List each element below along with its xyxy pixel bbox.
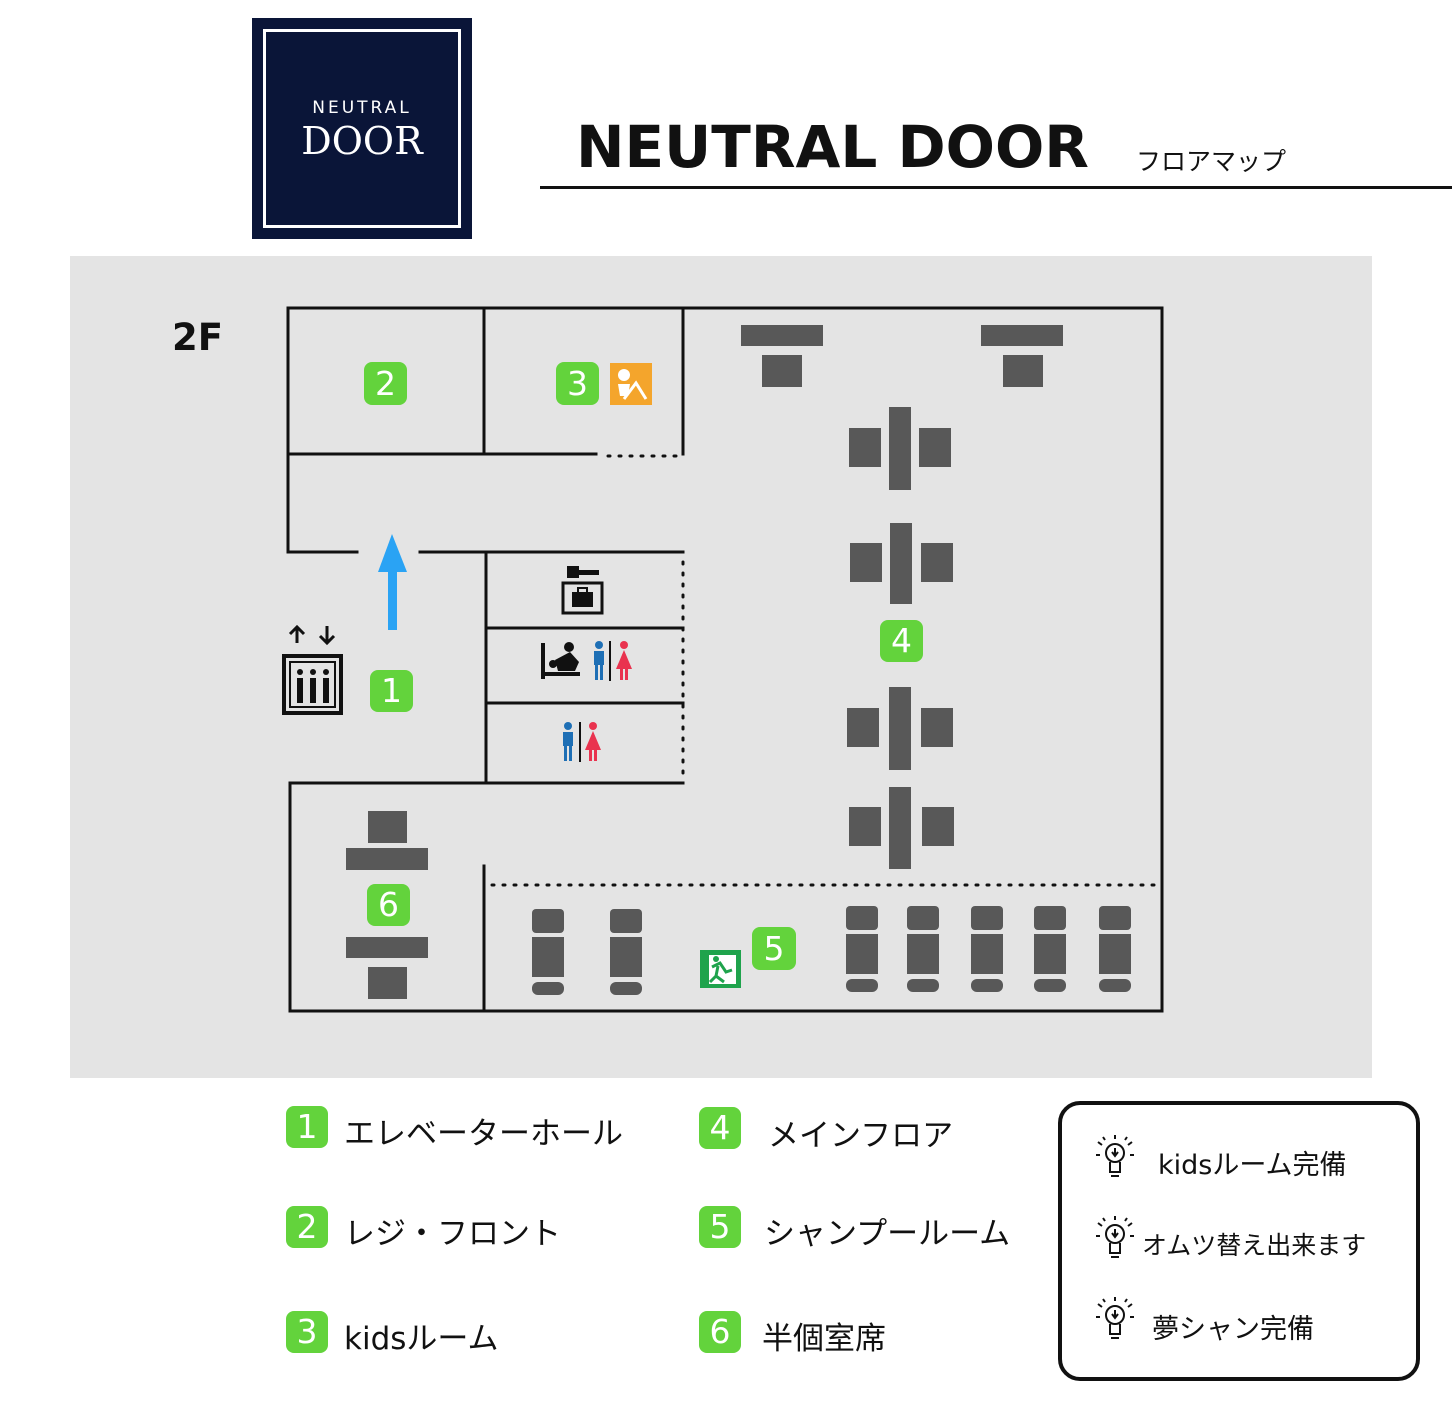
feature-label-2: オムツ替え出来ます: [1142, 1231, 1367, 1260]
shampoo-chair-5: [971, 906, 1003, 992]
chair-main-3a: [847, 708, 879, 747]
map-badge-3: 3: [556, 362, 599, 405]
shampoo-chair-2: [610, 909, 642, 995]
dotted-partitions: [490, 454, 1160, 887]
table-semi-1: [346, 848, 428, 870]
chair-main-4a: [849, 807, 881, 846]
legend-label-4: メインフロア: [768, 1118, 954, 1154]
table-main-1: [889, 407, 911, 490]
logo-line1: NEUTRAL: [312, 98, 412, 118]
table-top-1: [741, 325, 823, 346]
chair-semi-2: [368, 967, 407, 999]
chair-main-4b: [922, 807, 954, 846]
legend-label-5: シャンプールーム: [764, 1216, 1011, 1252]
logo-line2: DOOR: [301, 119, 423, 163]
floor-label: 2F: [172, 316, 224, 359]
table-top-2: [981, 325, 1063, 346]
legend-badge-6: 6: [699, 1311, 741, 1353]
page-subtitle: フロアマップ: [1136, 147, 1287, 176]
chair-main-1a: [849, 428, 881, 467]
legend-label-1: エレベーターホール: [344, 1116, 623, 1152]
map-badge-5: 5: [752, 927, 796, 970]
legend-badge-2: 2: [286, 1206, 328, 1248]
lightbulb-icon: [1096, 1216, 1134, 1258]
table-main-2: [890, 523, 912, 604]
logo-frame: [263, 29, 461, 228]
legend-label-2: レジ・フロント: [344, 1216, 561, 1252]
walls: [286, 306, 1164, 1013]
shampoo-chair-6: [1034, 906, 1066, 992]
feature-label-3: 夢シャン完備: [1152, 1314, 1314, 1345]
chair-semi-1: [368, 811, 407, 843]
feature-label-1: kidsルーム完備: [1158, 1150, 1347, 1181]
chair-main-1b: [919, 428, 951, 467]
legend-badge-3: 3: [286, 1311, 328, 1353]
map-badge-1: 1: [370, 670, 413, 712]
chair-top-2: [1003, 355, 1043, 387]
features-box: [1058, 1101, 1420, 1381]
legend-badge-5: 5: [699, 1206, 741, 1248]
table-main-4: [889, 787, 911, 869]
page-title: NEUTRAL DOOR: [576, 113, 1089, 181]
chair-main-3b: [921, 708, 953, 747]
emergency-exit-icon: [700, 950, 741, 988]
baby-changing-icon: [541, 642, 580, 679]
kids-room-icon: [610, 363, 652, 405]
legend-label-3: kidsルーム: [344, 1321, 499, 1357]
chair-main-2a: [850, 543, 882, 582]
title-underline: [540, 186, 1452, 189]
shampoo-chair-3: [846, 906, 878, 992]
table-semi-2: [346, 937, 428, 958]
shampoo-chair-1: [532, 909, 564, 995]
furniture: [346, 325, 1063, 999]
lightbulb-icon: [1096, 1297, 1134, 1339]
restroom-icon-2: [563, 722, 601, 762]
shampoo-chair-7: [1099, 906, 1131, 992]
lightbulb-icon: [1096, 1135, 1134, 1177]
arrow-up-icon: [378, 534, 407, 630]
chair-top-1: [762, 355, 802, 387]
brand-logo: NEUTRAL DOOR: [252, 18, 472, 239]
legend-badge-4: 4: [699, 1107, 741, 1149]
table-main-3: [889, 687, 911, 770]
restroom-icon-1: [594, 641, 632, 681]
shampoo-chair-4: [907, 906, 939, 992]
map-badge-4: 4: [880, 620, 923, 662]
locker-key-icon: [561, 566, 604, 615]
legend-label-6: 半個室席: [762, 1321, 886, 1357]
shampoo-chairs: [532, 906, 1131, 995]
map-badge-6: 6: [367, 884, 410, 926]
legend-badge-1: 1: [286, 1106, 328, 1148]
elevator-icon: [282, 624, 343, 715]
map-badge-2: 2: [364, 362, 407, 405]
chair-main-2b: [921, 543, 953, 582]
